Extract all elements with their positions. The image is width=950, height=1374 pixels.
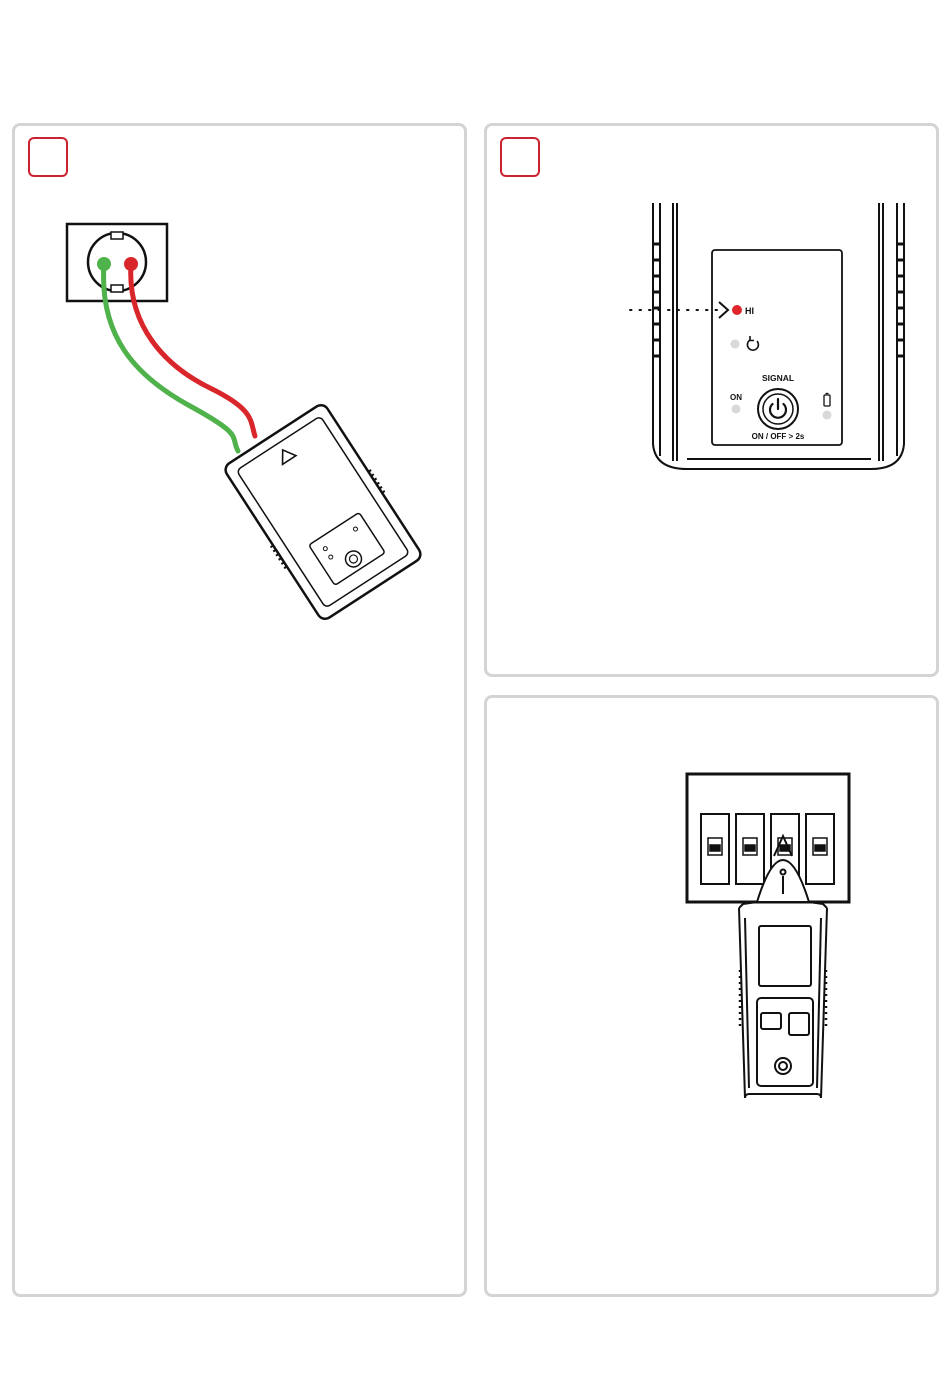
signal-label: SIGNAL <box>762 373 794 383</box>
refresh-led <box>731 340 740 349</box>
battery-led <box>823 411 832 420</box>
power-button[interactable] <box>758 389 798 429</box>
step-panel-3 <box>484 695 939 1297</box>
hi-label: HI <box>745 306 754 316</box>
wall-socket <box>67 224 167 301</box>
device-front-panel-illustration: HI SIGNAL ON ON / OFF > 2s <box>487 126 942 680</box>
on-led <box>732 405 741 414</box>
breaker-probe-illustration <box>487 698 942 1300</box>
red-plug-pin <box>124 257 138 271</box>
on-label: ON <box>730 393 742 402</box>
hi-led <box>732 305 742 315</box>
step-panel-1 <box>12 123 467 1297</box>
onoff-label: ON / OFF > 2s <box>752 432 805 441</box>
green-plug-pin <box>97 257 111 271</box>
transmitter-device <box>221 401 425 623</box>
socket-connection-illustration <box>15 126 470 1300</box>
step-panel-2: HI SIGNAL ON ON / OFF > 2s <box>484 123 939 677</box>
